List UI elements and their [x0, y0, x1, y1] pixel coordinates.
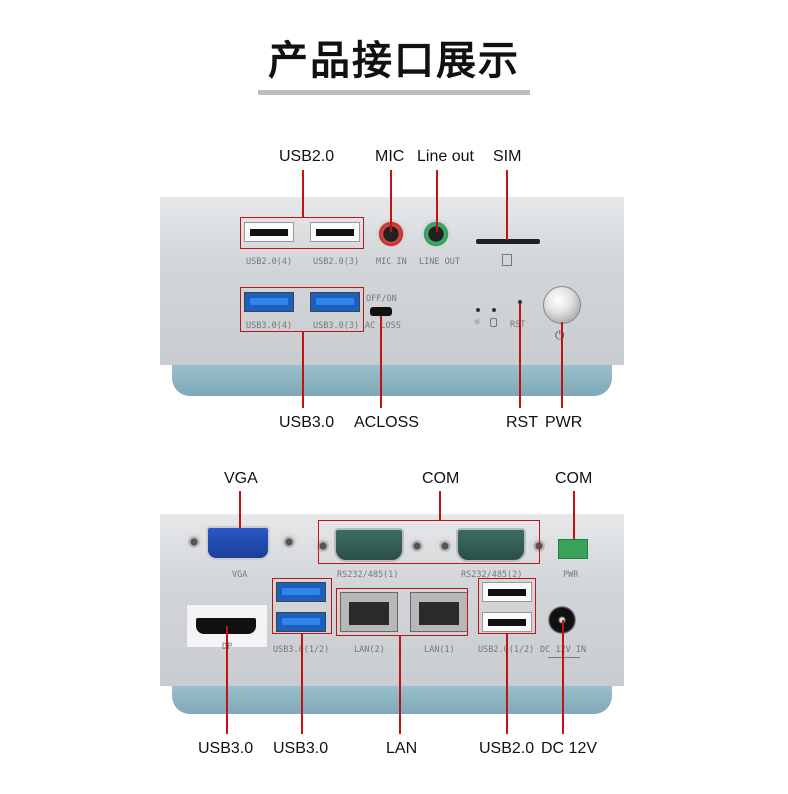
front-usb3-port-4 [244, 292, 294, 312]
power-led-icon: ☼ [473, 318, 482, 328]
dc-leader [562, 620, 564, 734]
power-icon: ⏻ [555, 328, 565, 342]
label-usb20-front: USB2.0 [279, 148, 335, 165]
rst-leader [519, 304, 521, 408]
com2-port [456, 528, 526, 562]
silk-usb20-3: USB2.0(3) [313, 257, 360, 267]
lan2-port [340, 592, 398, 632]
vga-port [206, 526, 270, 560]
label-mic: MIC [375, 148, 405, 165]
front-usb2-callout-box [240, 217, 364, 249]
acloss-leader [380, 316, 382, 408]
silk-mic-in: MIC IN [376, 257, 407, 267]
rear-usb2-port-2 [482, 612, 532, 632]
com-right-leader [573, 491, 575, 539]
rear-usb3-port-2 [276, 612, 326, 632]
lan1-port [410, 592, 468, 632]
front-usb2-leader [302, 170, 304, 217]
label-usb30-rear: USB3.0 [273, 740, 329, 757]
power-button[interactable] [543, 286, 581, 324]
front-base [172, 360, 612, 396]
front-usb2-port-4 [244, 222, 294, 242]
silk-usb30-3: USB3.0(3) [313, 321, 360, 331]
rear-usb3-port-1 [276, 582, 326, 602]
pwr-leader [561, 322, 563, 408]
label-rst: RST [506, 414, 538, 431]
label-usb30-dp: USB3.0 [198, 740, 254, 757]
usb30-rear-callout-box [272, 578, 332, 634]
silk-line-out: LINE OUT [419, 257, 460, 267]
hdd-led [492, 308, 496, 312]
mic-leader [390, 170, 392, 232]
label-vga: VGA [224, 470, 258, 487]
usb20-rear-callout-box [478, 578, 536, 634]
vga-screw-left [185, 533, 203, 551]
usb30-rear-leader [301, 634, 303, 734]
label-com-center: COM [422, 470, 460, 487]
lan-callout-box [336, 588, 468, 636]
pwr-terminal [558, 539, 588, 559]
front-usb3-port-3 [310, 292, 360, 312]
silk-lan1: LAN(1) [424, 645, 455, 655]
label-pwr: PWR [545, 414, 583, 431]
silk-pwr: PWR [563, 570, 579, 580]
line-out-leader [436, 170, 438, 232]
silk-off-on: OFF/ON [366, 294, 397, 304]
front-usb3-leader [302, 332, 304, 408]
front-usb2-port-3 [310, 222, 360, 242]
front-usb3-callout-box [240, 287, 364, 332]
title-underline [258, 90, 530, 95]
silk-lan2: LAN(2) [354, 645, 385, 655]
silk-usb30-4: USB3.0(4) [246, 321, 293, 331]
com-center-leader [439, 491, 441, 520]
label-lan: LAN [386, 740, 418, 757]
silk-vga: VGA [232, 570, 248, 580]
silk-usb20-4: USB2.0(4) [246, 257, 293, 267]
dc-polarity-icon [548, 657, 580, 664]
rear-usb2-port-1 [482, 582, 532, 602]
mic-jack [376, 219, 406, 249]
com1-screw-right [408, 537, 426, 555]
silk-com1: RS232/485(1) [337, 570, 399, 580]
label-acloss: ACLOSS [354, 414, 419, 431]
reset-hole[interactable] [518, 300, 522, 304]
sim-slot [476, 239, 540, 244]
com1-port [334, 528, 404, 562]
sim-leader [506, 170, 508, 240]
silk-com2: RS232/485(2) [461, 570, 523, 580]
label-sim: SIM [493, 148, 522, 165]
vga-screw-right [280, 533, 298, 551]
label-usb20-rear: USB2.0 [479, 740, 535, 757]
page-title: 产品接口展示 [268, 38, 520, 84]
lan-leader [399, 636, 401, 734]
silk-rst: RST [510, 320, 526, 330]
usb20-rear-leader [506, 634, 508, 734]
hdd-led-icon [490, 318, 497, 327]
acloss-switch[interactable] [370, 307, 392, 316]
com2-screw-left [436, 537, 454, 555]
label-dc: DC 12V [541, 740, 598, 757]
label-usb30-front: USB3.0 [279, 414, 335, 431]
sim-icon [502, 254, 512, 266]
vga-leader [239, 491, 241, 528]
label-line-out: Line out [417, 148, 474, 165]
power-led [476, 308, 480, 312]
label-com-right: COM [555, 470, 593, 487]
silk-ac-loss: AC LOSS [365, 321, 401, 331]
dp-leader [226, 626, 228, 734]
com-callout-box [318, 520, 540, 564]
